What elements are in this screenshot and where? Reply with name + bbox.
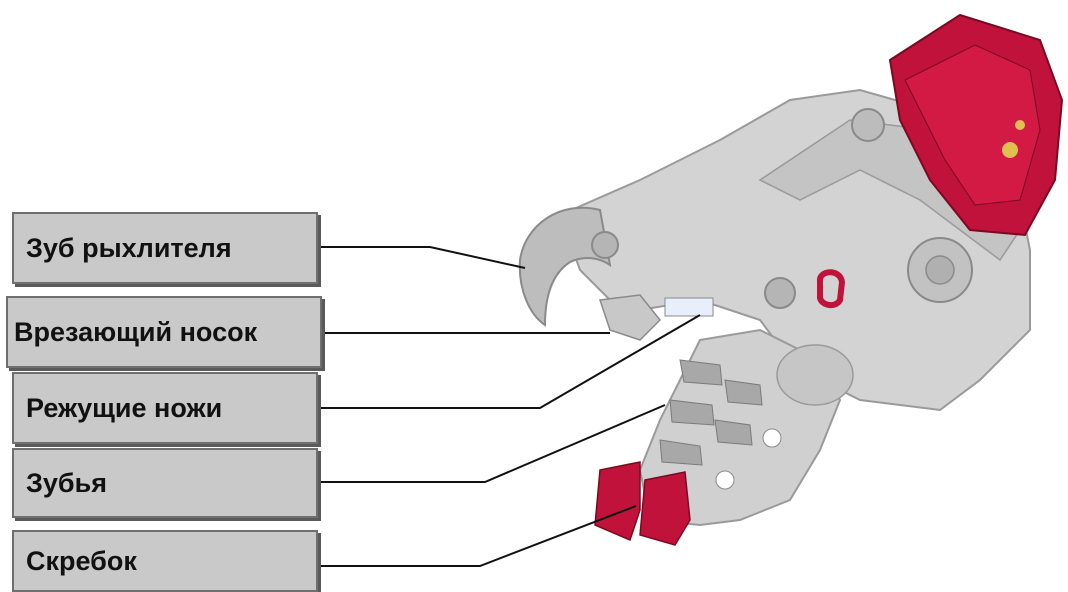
label-cutting-blades-text: Режущие ножи	[26, 393, 222, 424]
label-scraper: Скребок	[12, 530, 318, 592]
jaw-cylinder	[777, 345, 853, 405]
leader-scraper	[318, 506, 636, 566]
wear-plate	[665, 298, 713, 316]
label-scraper-text: Скребок	[26, 546, 137, 577]
label-ripper-tooth: Зуб рыхлителя	[12, 212, 318, 284]
label-teeth-text: Зубья	[26, 468, 107, 499]
label-cutting-nose-text: Врезающий носок	[14, 317, 257, 348]
pin-ripper	[592, 232, 618, 258]
label-teeth: Зубья	[12, 448, 318, 518]
flange	[908, 238, 972, 302]
pin-top	[852, 109, 884, 141]
label-ripper-tooth-text: Зуб рыхлителя	[26, 233, 232, 264]
leader-ripper-tooth	[318, 247, 525, 268]
label-cutting-blades: Режущие ножи	[12, 372, 318, 444]
pin-center	[765, 278, 795, 308]
label-cutting-nose: Врезающий носок	[6, 296, 322, 368]
